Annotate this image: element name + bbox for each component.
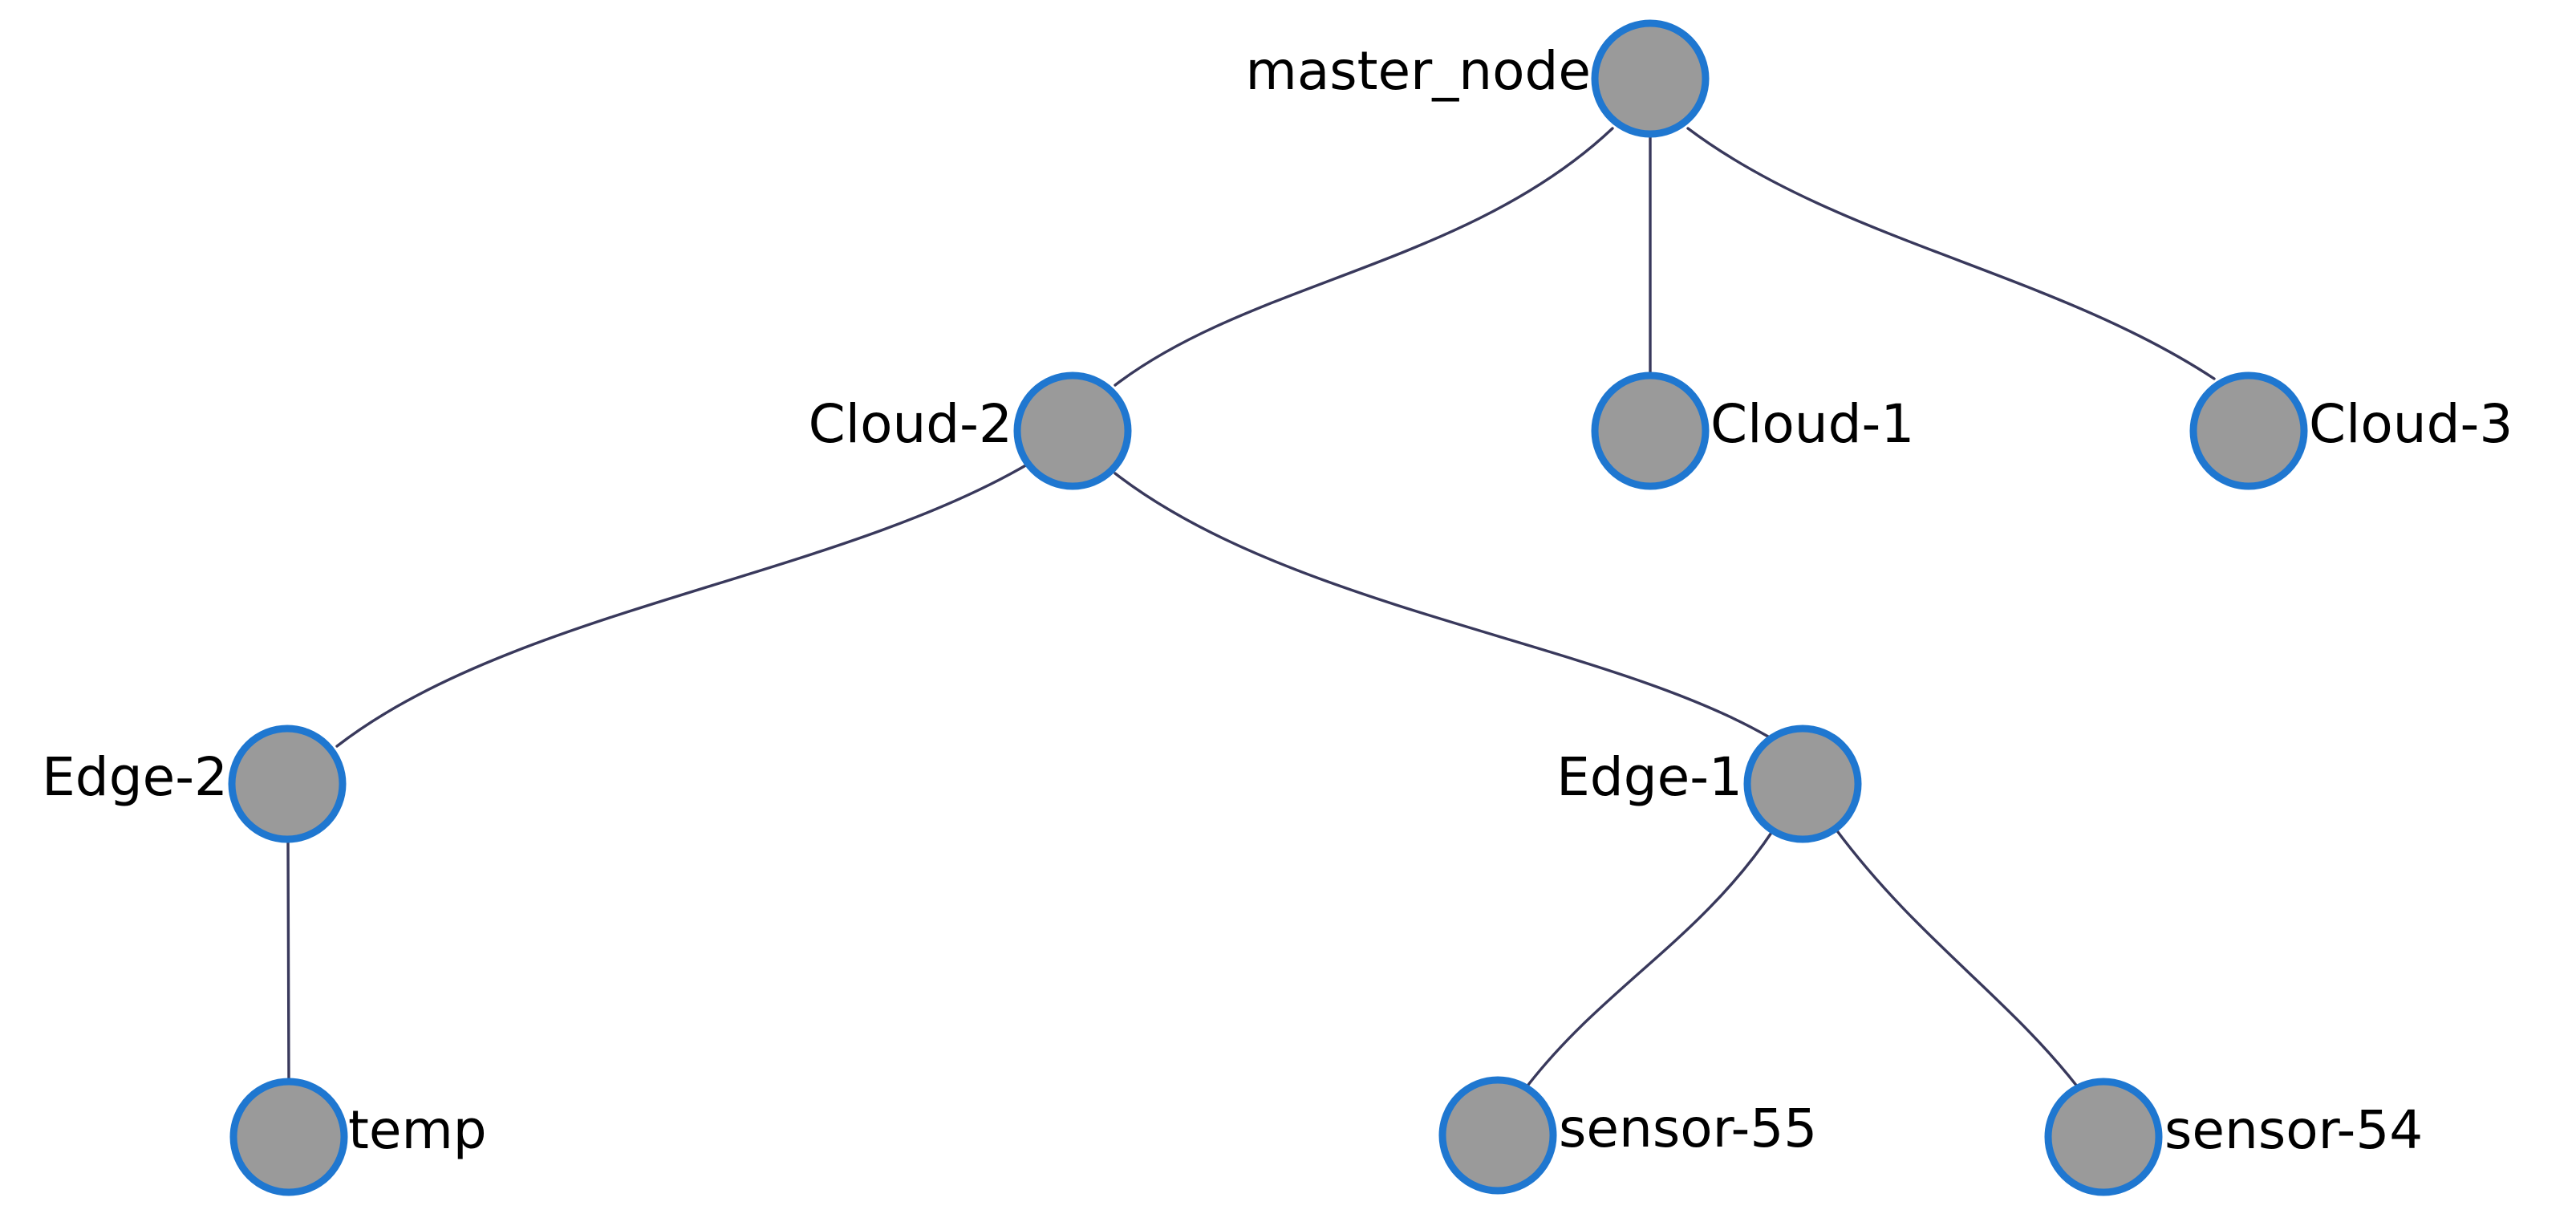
edges-layer (286, 127, 2216, 1089)
graph-node-master_node[interactable] (1591, 19, 1710, 138)
graph-node-sensor-55[interactable] (1438, 1076, 1557, 1195)
graph-node-Cloud-1[interactable] (1591, 371, 1710, 490)
graph-node-label-Edge-1: Edge-1 (1556, 746, 1742, 808)
graph-node-label-master_node: master_node (1246, 40, 1591, 102)
graph-edge-Edge-1-to-sensor-55 (1527, 829, 1775, 1086)
graph-node-Cloud-2[interactable] (1013, 371, 1132, 490)
graph-edge-Edge-1-to-sensor-54 (1834, 827, 2079, 1089)
graph-node-label-temp: temp (348, 1099, 487, 1161)
graph-edge-master_node-to-Cloud-2 (1114, 127, 1614, 387)
graph-edge-Edge-2-to-temp (286, 838, 290, 1083)
graph-node-label-sensor-54: sensor-54 (2164, 1099, 2423, 1161)
graph-node-label-sensor-55: sensor-55 (1559, 1098, 1817, 1159)
graph-node-sensor-54[interactable] (2044, 1078, 2163, 1196)
graph-node-Cloud-3[interactable] (2189, 371, 2308, 490)
nodes-layer (228, 19, 2308, 1196)
graph-node-temp[interactable] (229, 1078, 348, 1196)
graph-edge-Cloud-2-to-Edge-2 (335, 462, 1030, 748)
graph-node-label-Cloud-1: Cloud-1 (1710, 393, 1914, 455)
graph-node-label-Edge-2: Edge-2 (42, 746, 228, 808)
graph-node-Edge-2[interactable] (228, 725, 347, 843)
graph-edge-master_node-to-Cloud-3 (1686, 127, 2216, 380)
graph-node-label-Cloud-3: Cloud-3 (2309, 393, 2513, 455)
graph-edge-Cloud-2-to-Edge-1 (1114, 472, 1770, 738)
graph-node-label-Cloud-2: Cloud-2 (809, 393, 1012, 455)
graph-node-Edge-1[interactable] (1743, 725, 1862, 843)
